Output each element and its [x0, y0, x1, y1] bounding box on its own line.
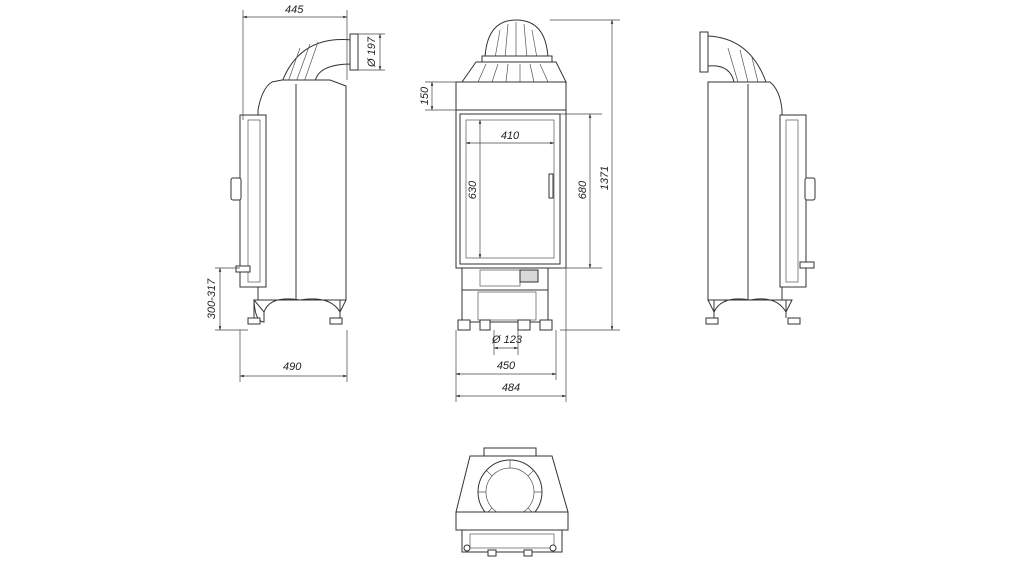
left-dimensions [215, 10, 385, 382]
dim-total-width: 484 [502, 382, 520, 394]
front-view [455, 19, 567, 331]
dim-side-width-bottom: 490 [283, 361, 302, 373]
dim-body-width: 450 [497, 360, 516, 372]
dim-collar-height: 150 [419, 86, 431, 105]
dim-total-height: 1371 [599, 166, 611, 190]
side-view-left [230, 33, 359, 325]
dim-side-width-top: 445 [285, 4, 304, 16]
dim-air-inlet-diameter: Ø 123 [491, 334, 523, 346]
plan-view [455, 447, 569, 557]
dim-door-height: 680 [577, 180, 589, 199]
side-view-right [699, 31, 816, 325]
dim-glass-width: 410 [501, 130, 520, 142]
front-dimensions [425, 19, 620, 402]
dim-leg-height: 300-317 [206, 278, 218, 319]
dim-glass-height: 630 [467, 180, 479, 199]
dim-flue-diameter: Ø 197 [366, 36, 378, 68]
